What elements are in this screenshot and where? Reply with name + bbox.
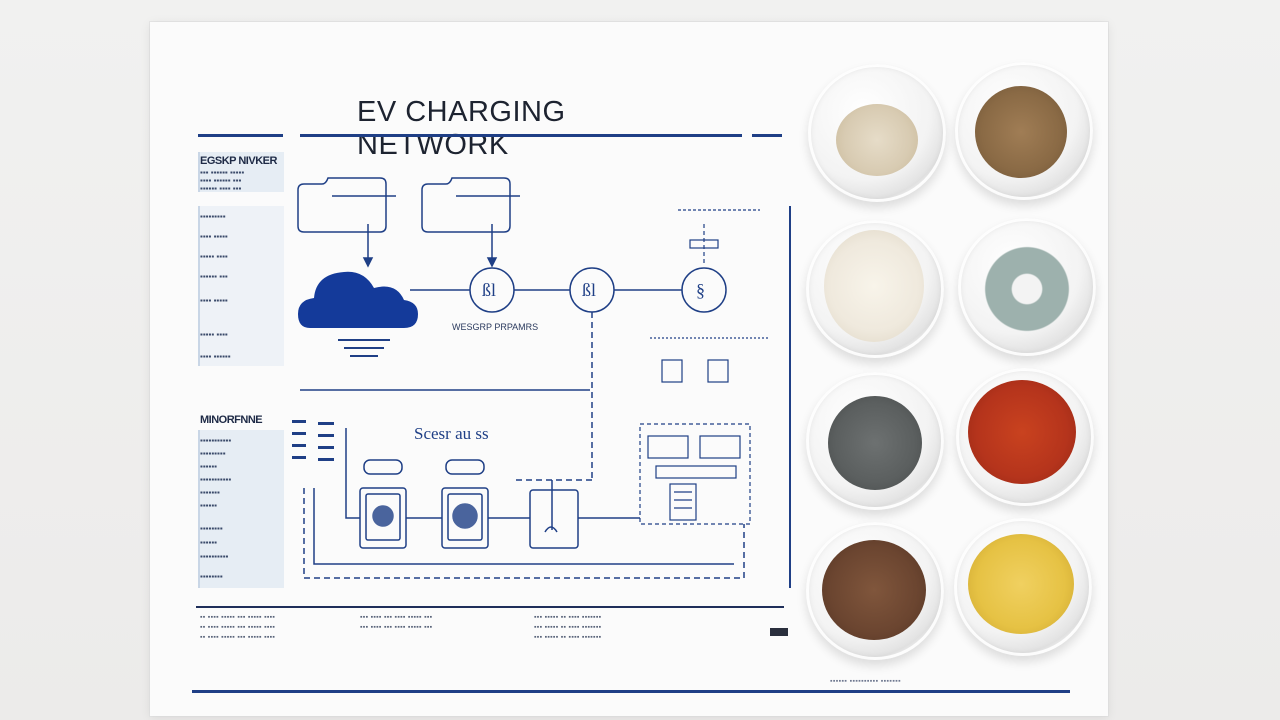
sample-bowl-red [956, 368, 1094, 506]
bottom-rule [192, 690, 1070, 693]
left-panel-top-line: ▪▪▪ ▪▪▪▪▪▪ ▪▪▪▪▪ [200, 168, 245, 177]
left-panel-bottom-line: ▪▪▪▪▪▪▪ [200, 488, 220, 497]
node-1-label: ßl [482, 280, 497, 300]
charger-device-left [359, 459, 407, 549]
arrow-down-right [486, 224, 498, 268]
sample-brown-granules [975, 86, 1067, 178]
sample-gray-gear-shape [980, 242, 1074, 336]
left-panel-mid [198, 206, 284, 366]
sample-white-powder [824, 230, 924, 342]
sample-bowl-gray [806, 372, 944, 510]
cloud-icon [298, 271, 418, 357]
node-3 [681, 267, 727, 313]
footer-text-col2: ▪▪▪ ▪▪▪▪ ▪▪▪ ▪▪▪▪ ▪▪▪▪▪ ▪▪▪ [360, 624, 433, 631]
left-panel-top [198, 152, 284, 192]
sample-bowl-beige [808, 64, 946, 202]
bottom-caption: ▪▪▪▪▪▪ ▪▪▪▪▪▪▪▪▪▪ ▪▪▪▪▪▪▪ [830, 678, 901, 685]
left-panel-mid-line: ▪▪▪▪▪ ▪▪▪▪ [200, 252, 228, 261]
right-annotations [650, 209, 770, 383]
sample-gray-granules [828, 396, 922, 490]
sample-bowl-gear [958, 218, 1096, 356]
sample-bowl-dark-brown [806, 522, 944, 660]
left-panel-mid-line: ▪▪▪▪ ▪▪▪▪▪ [200, 232, 228, 241]
sample-bowl-brown [955, 62, 1093, 200]
title-rule-left [198, 134, 283, 137]
left-panel-bottom-line: ▪▪▪▪▪▪ [200, 538, 218, 547]
node-2-label: ßl [582, 280, 597, 300]
footer-text-col1: ▪▪ ▪▪▪▪ ▪▪▪▪▪ ▪▪▪ ▪▪▪▪▪ ▪▪▪▪ [200, 634, 276, 641]
left-panel-top-line: ▪▪▪▪▪▪ ▪▪▪▪ ▪▪▪ [200, 184, 242, 193]
footer-text-col3: ▪▪▪ ▪▪▪▪▪ ▪▪ ▪▪▪▪ ▪▪▪▪▪▪▪ [534, 634, 602, 641]
footer-text-col3: ▪▪▪ ▪▪▪▪▪ ▪▪ ▪▪▪▪ ▪▪▪▪▪▪▪ [534, 624, 602, 631]
sample-bowl-white [806, 220, 944, 358]
lower-diagram-label: Scesr au ss [414, 424, 489, 443]
footer-text-col3: ▪▪▪ ▪▪▪▪▪ ▪▪ ▪▪▪▪ ▪▪▪▪▪▪▪ [534, 614, 602, 621]
sample-beige-granules [836, 104, 918, 176]
left-panel-top-line: ▪▪▪▪ ▪▪▪▪▪▪ ▪▪▪ [200, 176, 242, 185]
left-panel-bottom [198, 430, 284, 588]
footer-text-col2: ▪▪▪ ▪▪▪▪ ▪▪▪ ▪▪▪▪ ▪▪▪▪▪ ▪▪▪ [360, 614, 433, 621]
server-box-left [297, 177, 396, 233]
station-equipment [639, 423, 751, 525]
footer-text-col1: ▪▪ ▪▪▪▪ ▪▪▪▪▪ ▪▪▪ ▪▪▪▪▪ ▪▪▪▪ [200, 614, 276, 621]
charger-device-right [441, 459, 489, 549]
left-panel-bottom-line: ▪▪▪▪▪▪ [200, 462, 218, 471]
server-box-right [421, 177, 520, 233]
title-rule-main [300, 134, 742, 137]
left-panel-bottom-line: ▪▪▪▪▪▪ [200, 501, 218, 510]
sample-dark-brown-granules [822, 540, 926, 640]
node-3-label: § [696, 280, 705, 300]
lower-list-icon [292, 420, 334, 461]
arrow-down-left [362, 224, 374, 268]
left-panel-top-heading: EGSKP NIVKER [200, 155, 277, 167]
node-1 [469, 267, 515, 313]
left-panel-bottom-line: ▪▪▪▪▪▪▪▪ [200, 572, 223, 581]
left-panel-bottom-line: ▪▪▪▪▪▪▪▪ [200, 524, 223, 533]
left-panel-mid-line: ▪▪▪▪▪▪ ▪▪▪ [200, 272, 228, 281]
title-rule-right [752, 134, 782, 137]
connector-device [529, 480, 579, 549]
left-panel-bottom-line: ▪▪▪▪▪▪▪▪▪▪ [200, 552, 229, 561]
sample-red-powder [968, 380, 1076, 484]
left-panel-bottom-heading: MINORFNNE [200, 414, 263, 426]
left-panel-mid-line: ▪▪▪▪▪ ▪▪▪▪ [200, 330, 228, 339]
footer-mark [770, 628, 788, 636]
network-diagram [292, 177, 791, 588]
footer-rule [196, 606, 784, 608]
left-panel-bottom-line: ▪▪▪▪▪▪▪▪▪▪▪ [200, 475, 232, 484]
mid-diagram-label: WESGRP PRPAMRS [452, 322, 539, 332]
left-panel-bottom-line: ▪▪▪▪▪▪▪▪▪ [200, 449, 226, 458]
sample-yellow-granules [968, 534, 1074, 634]
left-panel-mid-line: ▪▪▪▪ ▪▪▪▪▪▪ [200, 352, 231, 361]
footer-text-col1: ▪▪ ▪▪▪▪ ▪▪▪▪▪ ▪▪▪ ▪▪▪▪▪ ▪▪▪▪ [200, 624, 276, 631]
wiring [303, 428, 745, 579]
sample-bowl-yellow [954, 518, 1092, 656]
left-panel-mid-line: ▪▪▪▪▪▪▪▪▪ [200, 212, 226, 221]
document-sheet [150, 22, 1108, 716]
left-panel-mid-line: ▪▪▪▪ ▪▪▪▪▪ [200, 296, 228, 305]
left-panel-bottom-line: ▪▪▪▪▪▪▪▪▪▪▪ [200, 436, 232, 445]
